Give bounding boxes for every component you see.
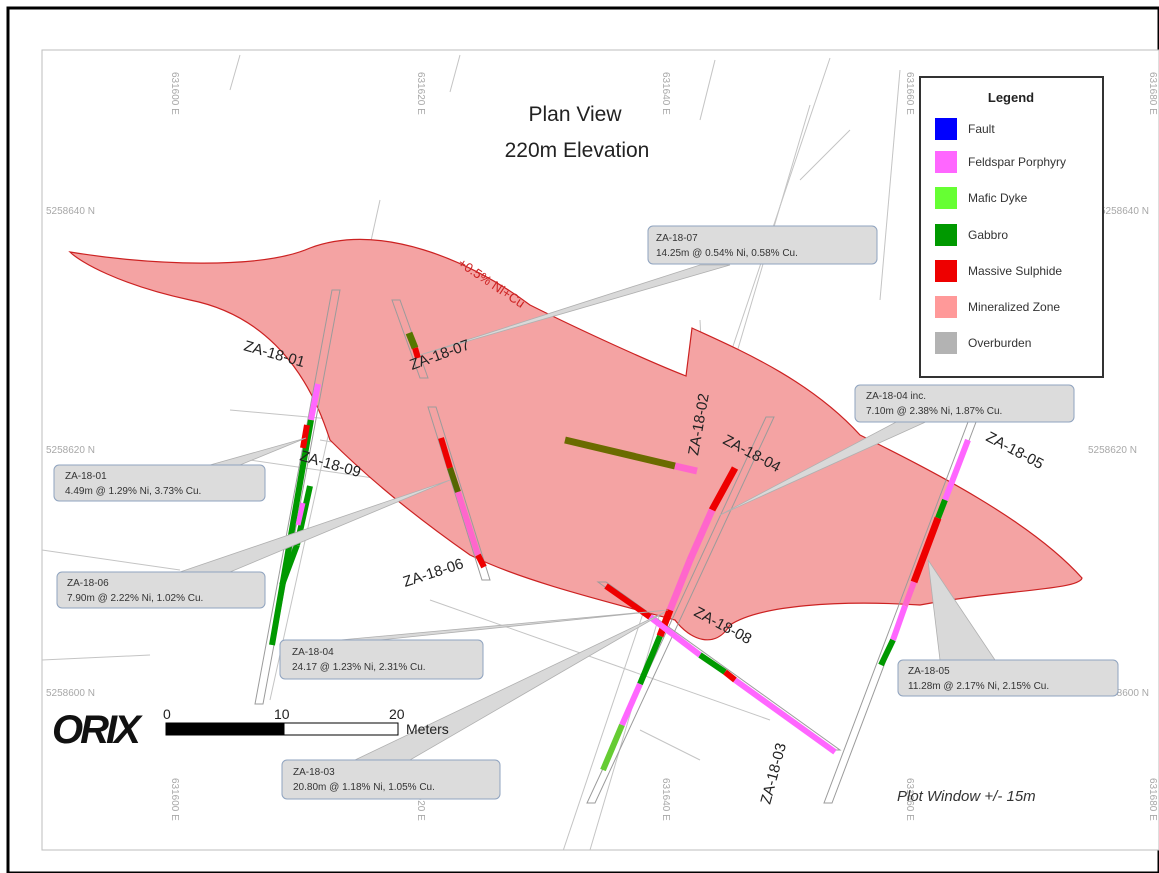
hole-segment [447, 467, 461, 493]
svg-text:20.80m @ 1.18% Ni, 1.05% Cu.: 20.80m @ 1.18% Ni, 1.05% Cu. [293, 782, 435, 793]
hole-segment [308, 383, 321, 421]
legend-label-gabbro: Gabbro [968, 228, 1008, 242]
hole-segment [619, 682, 643, 727]
hole-segment [942, 438, 971, 502]
legend-title: Legend [988, 90, 1034, 105]
svg-text:ZA-18-06: ZA-18-06 [67, 578, 109, 589]
easting-label-top-3: 631640 E [660, 72, 671, 115]
legend-label-fault: Fault [968, 122, 995, 136]
hole-segment [412, 347, 421, 359]
hole-segment [656, 608, 674, 638]
easting-label-top-2: 631620 E [415, 72, 426, 115]
legend-label-massive-sulphide: Massive Sulphide [968, 264, 1062, 278]
hole-segment [295, 502, 306, 526]
legend-label-overburden: Overburden [968, 336, 1031, 350]
hole-segment [935, 498, 948, 520]
svg-text:7.10m @ 2.38% Ni, 1.87% Cu.: 7.10m @ 2.38% Ni, 1.87% Cu. [866, 406, 1002, 417]
scale-unit: Meters [406, 721, 449, 737]
scale-tick-20: 20 [389, 706, 405, 722]
hole-segment [269, 459, 307, 646]
easting-label-bottom-2: 631620 E [415, 778, 426, 821]
northing-label-right-1: 5258640 N [1100, 206, 1149, 217]
scale-tick-0: 0 [163, 706, 171, 722]
callout-za-18-01: ZA-18-01 4.49m @ 1.29% Ni, 3.73% Cu. [53, 464, 266, 502]
hole-segment [698, 652, 727, 675]
easting-label-bottom-3: 631640 E [660, 778, 671, 821]
callout-za-18-06: ZA-18-06 7.90m @ 2.22% Ni, 1.02% Cu. [56, 571, 266, 609]
northing-label-right-2: 5258620 N [1088, 445, 1137, 456]
legend-swatch-mafic-dyke [935, 187, 957, 209]
hole-segment [455, 491, 481, 556]
svg-text:4.49m @ 1.29% Ni, 3.73% Cu.: 4.49m @ 1.29% Ni, 3.73% Cu. [65, 486, 201, 497]
svg-text:ZA-18-05: ZA-18-05 [908, 666, 950, 677]
legend-swatch-feldspar-porphyry [935, 151, 957, 173]
hole-segment [708, 466, 739, 512]
legend-label-mafic-dyke: Mafic Dyke [968, 191, 1028, 205]
hole-segment [686, 508, 716, 562]
scale-bar-white [283, 722, 399, 736]
svg-text:14.25m @ 0.54% Ni, 0.58% Cu.: 14.25m @ 0.54% Ni, 0.58% Cu. [656, 248, 798, 259]
hole-segment [564, 436, 676, 470]
scale-bar: 0 10 20 Meters [163, 706, 449, 737]
legend: Legend Fault Feldspar Porphyry Mafic Dyk… [919, 76, 1104, 378]
callout-za-18-04-inc: ZA-18-04 inc. 7.10m @ 2.38% Ni, 1.87% Cu… [854, 384, 1075, 423]
callout-za-18-07: ZA-18-07 14.25m @ 0.54% Ni, 0.58% Cu. [647, 225, 878, 265]
callout-za-18-05: ZA-18-05 11.28m @ 2.17% Ni, 2.15% Cu. [897, 659, 1119, 697]
legend-swatch-mineralized-zone [935, 296, 957, 318]
legend-swatch-massive-sulphide [935, 260, 957, 282]
hole-segment [723, 669, 737, 683]
hole-segment [438, 437, 453, 469]
easting-label-top-1: 631600 E [169, 72, 180, 115]
plot-window-note: Plot Window +/- 15m [897, 788, 1036, 805]
scale-bar-black [165, 722, 285, 736]
hole-segment [301, 419, 314, 461]
hole-segment [475, 553, 487, 569]
northing-label-left-3: 5258600 N [46, 688, 95, 699]
orix-logo: ORIX [52, 708, 146, 752]
svg-text:ZA-18-04: ZA-18-04 [292, 647, 334, 658]
legend-swatch-fault [935, 118, 957, 140]
northing-label-left-2: 5258620 N [46, 445, 95, 456]
orix-logo-text: ORIX [52, 708, 143, 752]
hole-segment [890, 605, 908, 641]
legend-swatch-gabbro [935, 224, 957, 246]
hole-segment [733, 677, 837, 755]
hole-segment [666, 558, 694, 612]
svg-text:ZA-18-03: ZA-18-03 [293, 767, 335, 778]
northing-label-right-3: 5258600 N [1100, 688, 1149, 699]
hole-segment [279, 543, 300, 587]
callout-pointers [179, 264, 996, 761]
map-title-line1: Plan View [528, 103, 622, 126]
hole-segment [600, 723, 625, 772]
hole-segment [902, 580, 917, 608]
easting-label-bottom-5: 631680 E [1147, 778, 1158, 821]
scale-tick-10: 10 [274, 706, 290, 722]
svg-text:11.28m @ 2.17% Ni, 2.15% Cu.: 11.28m @ 2.17% Ni, 2.15% Cu. [908, 681, 1049, 692]
hole-segment [878, 638, 896, 667]
svg-text:24.17 @ 1.23% Ni, 2.31% Cu.: 24.17 @ 1.23% Ni, 2.31% Cu. [292, 662, 426, 673]
legend-label-mineralized-zone: Mineralized Zone [968, 300, 1060, 314]
map-title-line2: 220m Elevation [505, 139, 650, 162]
easting-label-top-4: 631660 E [904, 72, 915, 115]
hole-segment [648, 614, 702, 658]
svg-text:ZA-18-01: ZA-18-01 [65, 471, 107, 482]
legend-label-feldspar-porphyry: Feldspar Porphyry [968, 155, 1066, 169]
easting-label-top-5: 631680 E [1147, 72, 1158, 115]
svg-text:ZA-18-04 inc.: ZA-18-04 inc. [866, 391, 926, 402]
easting-label-bottom-1: 631600 E [169, 778, 180, 821]
hole-segment [604, 583, 652, 620]
hole-segment [637, 634, 663, 686]
hole-segment [910, 516, 942, 584]
northing-label-left-1: 5258640 N [46, 206, 95, 217]
hole-segment [405, 331, 419, 350]
svg-text:7.90m @ 2.22% Ni, 1.02% Cu.: 7.90m @ 2.22% Ni, 1.02% Cu. [67, 593, 203, 604]
legend-swatch-overburden [935, 332, 957, 354]
hole-segment [674, 462, 698, 475]
easting-label-bottom-4: 631660 E [904, 778, 915, 821]
callout-za-18-03: ZA-18-03 20.80m @ 1.18% Ni, 1.05% Cu. [281, 759, 501, 800]
svg-text:ZA-18-07: ZA-18-07 [656, 233, 698, 244]
callout-za-18-04: ZA-18-04 24.17 @ 1.23% Ni, 2.31% Cu. [279, 639, 484, 680]
hole-segment [300, 424, 310, 449]
